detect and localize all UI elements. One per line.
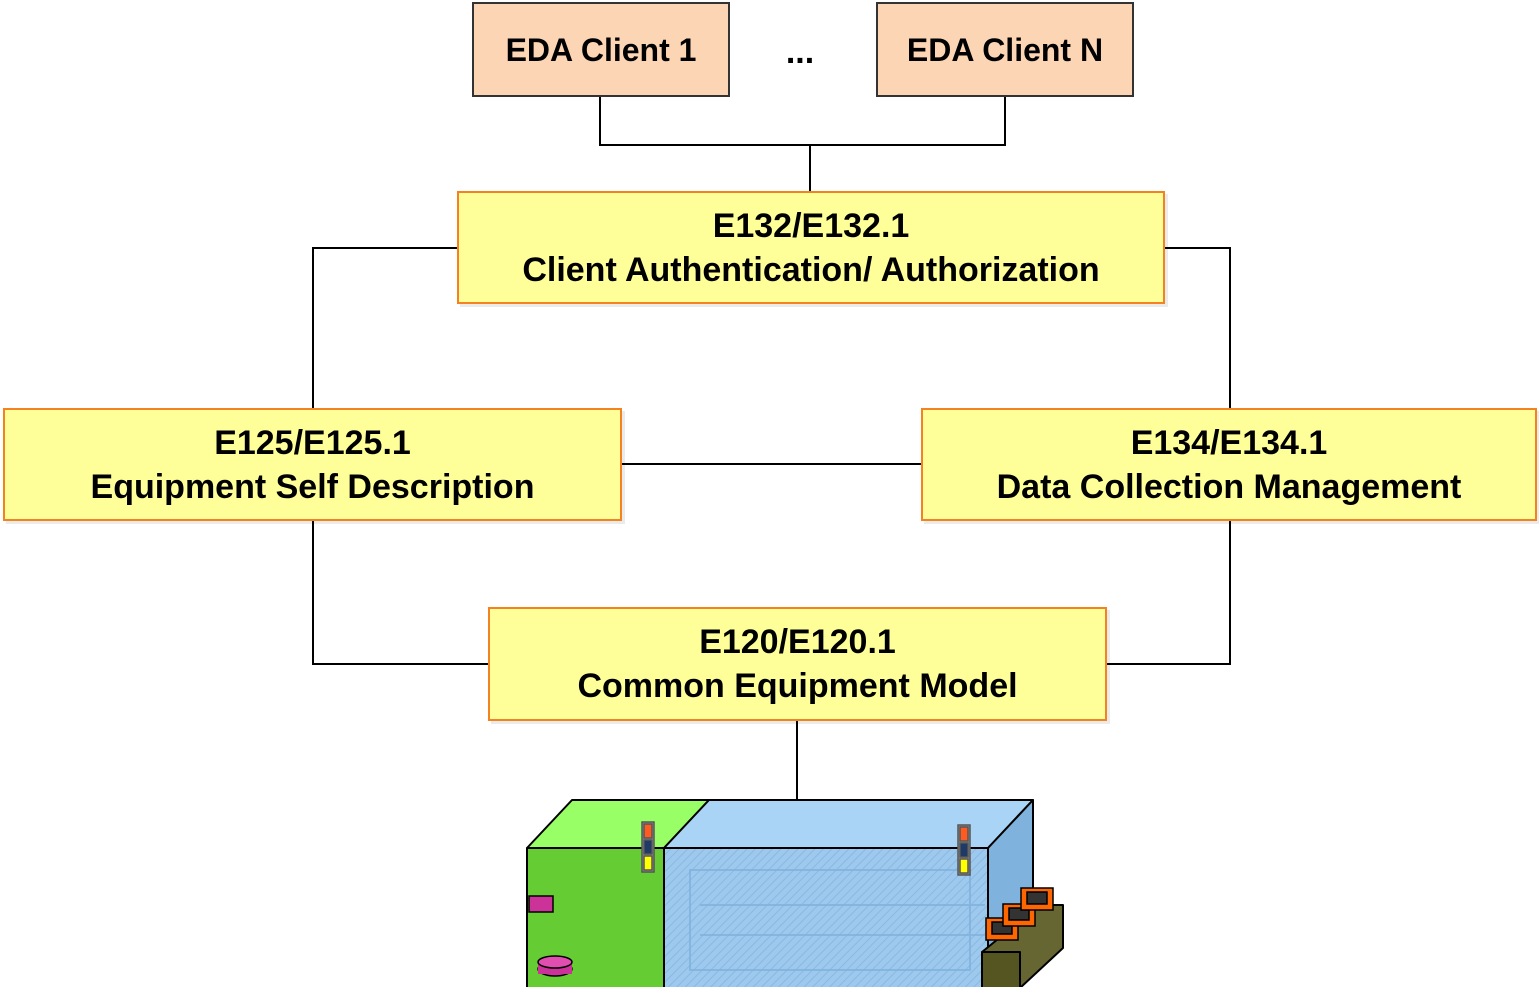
- e120-code: E120/E120.1: [699, 623, 896, 661]
- e132-name: Client Authentication/ Authorization: [522, 250, 1100, 289]
- eda-client-1-box: EDA Client 1: [472, 2, 730, 97]
- e120-name: Common Equipment Model: [577, 667, 1018, 705]
- e125-code: E125/E125.1: [214, 423, 411, 462]
- eda-client-1-label: EDA Client 1: [505, 31, 697, 68]
- connector-clients-bracket: [599, 96, 1006, 146]
- connector-e132-to-e125: [312, 247, 458, 409]
- clients-ellipsis: ...: [785, 33, 815, 71]
- connector-e134-to-e120: [1106, 520, 1231, 665]
- e132-code: E132/E132.1: [712, 206, 910, 245]
- eda-client-n-box: EDA Client N: [876, 2, 1134, 97]
- connector-e132-to-e134: [1165, 247, 1231, 409]
- e134-name: Data Collection Management: [996, 467, 1462, 506]
- eda-client-n-label: EDA Client N: [906, 31, 1104, 68]
- e134-code: E134/E134.1: [1130, 423, 1328, 462]
- connector-e125-to-e120: [312, 520, 489, 665]
- e125-box: E125/E125.1 Equipment Self Description: [3, 408, 622, 521]
- e134-box: E134/E134.1 Data Collection Management: [921, 408, 1537, 521]
- e132-box: E132/E132.1 Client Authentication/ Autho…: [457, 191, 1165, 304]
- e120-box: E120/E120.1 Common Equipment Model: [488, 607, 1107, 721]
- e125-name: Equipment Self Description: [90, 467, 535, 506]
